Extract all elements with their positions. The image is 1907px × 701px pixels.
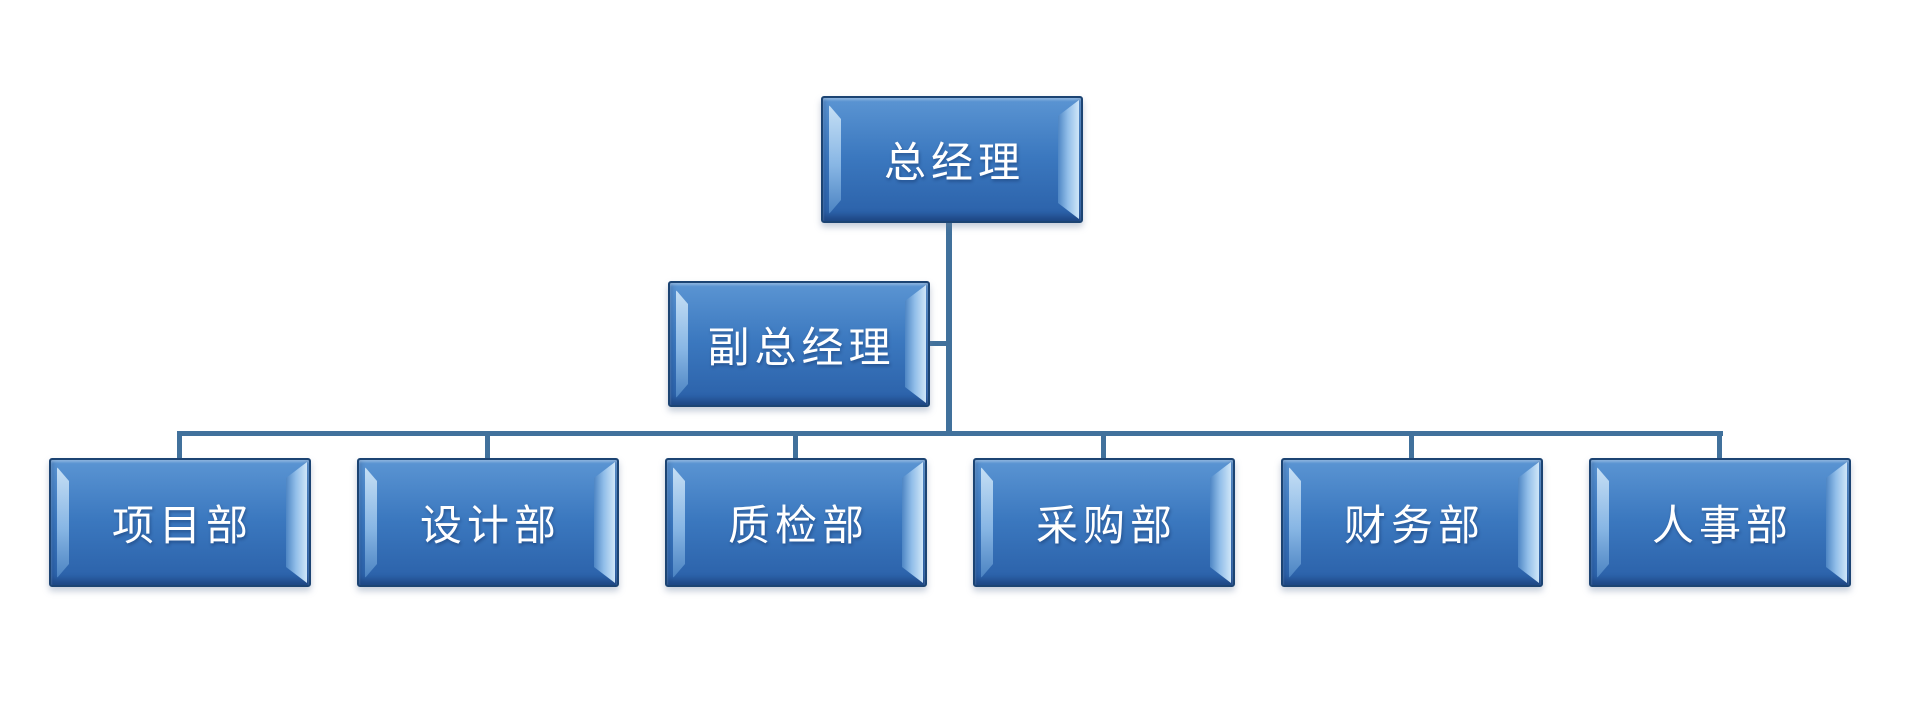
connector-horizontal-bus	[177, 431, 1723, 436]
org-node-dept-project-label: 项目部	[111, 501, 253, 550]
org-node-dept-quality: 质检部	[665, 458, 927, 587]
connector-stub-dept-3	[793, 431, 798, 459]
org-node-dept-hr: 人事部	[1589, 458, 1851, 587]
org-node-dept-purchasing: 采购部	[973, 458, 1235, 587]
org-node-dept-project: 项目部	[49, 458, 311, 587]
org-node-dept-finance: 财务部	[1281, 458, 1543, 587]
org-node-dept-finance-label: 财务部	[1343, 501, 1485, 550]
connector-ceo-vertical	[946, 221, 952, 436]
connector-deputy-stub	[928, 341, 952, 346]
org-node-dept-design: 设计部	[357, 458, 619, 587]
connector-stub-dept-4	[1101, 431, 1106, 459]
org-node-deputy: 副总经理	[668, 281, 930, 407]
connector-stub-dept-2	[485, 431, 490, 459]
org-node-dept-quality-label: 质检部	[727, 501, 869, 550]
connector-stub-dept-1	[177, 431, 182, 459]
org-node-dept-design-label: 设计部	[419, 501, 561, 550]
org-node-ceo: 总经理	[821, 96, 1083, 223]
connector-stub-dept-6	[1717, 431, 1722, 459]
org-node-dept-purchasing-label: 采购部	[1035, 501, 1177, 550]
org-node-deputy-label: 副总经理	[707, 322, 896, 372]
connector-stub-dept-5	[1409, 431, 1414, 459]
org-node-dept-hr-label: 人事部	[1651, 501, 1793, 550]
org-node-ceo-label: 总经理	[883, 138, 1025, 187]
